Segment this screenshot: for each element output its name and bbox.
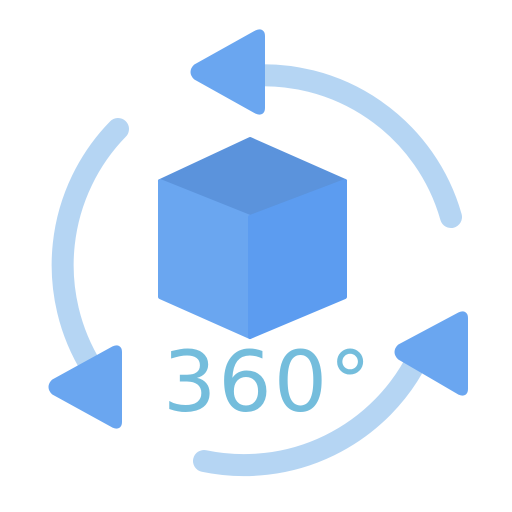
cube-right-face: [248, 179, 347, 339]
rotation-arrows: [48, 29, 468, 429]
arrow-right-icon: [394, 311, 468, 396]
arrow-left-icon: [48, 345, 122, 429]
degree-label: 360°: [163, 333, 373, 431]
cube-icon: [158, 137, 347, 339]
top-right-arc: [235, 64, 462, 228]
bottom-right-arc: [193, 345, 430, 477]
left-arc: [51, 118, 129, 379]
rotation-arcs: [51, 64, 462, 477]
arrow-top-icon: [190, 29, 265, 115]
